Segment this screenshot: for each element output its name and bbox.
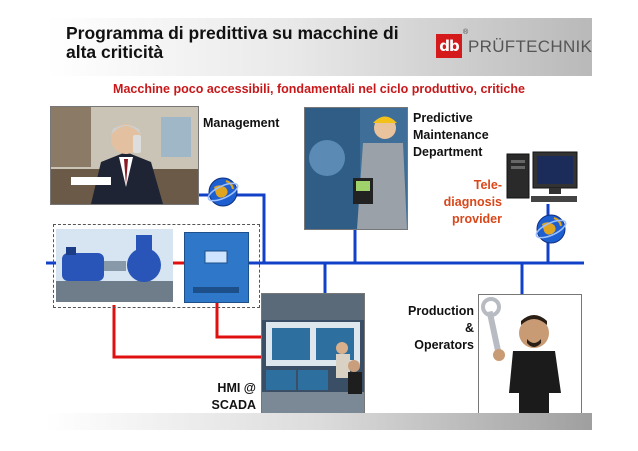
- machine-group-frame: [53, 224, 260, 308]
- motor-pump-photo: [56, 229, 173, 302]
- title-bar: [46, 18, 592, 76]
- operator-photo: [478, 294, 582, 417]
- red-link-device-hmi: [215, 301, 261, 339]
- label-hmi-scada: HMI @ SCADA: [211, 381, 256, 412]
- logo-mark: db: [436, 34, 462, 58]
- predictive-maintenance-photo: [304, 107, 408, 230]
- label-telediagnosis-provider: Tele- diagnosis provider: [443, 178, 502, 226]
- label-management: Management: [203, 116, 280, 130]
- slide-title: Programma di predittiva su macchine di a…: [66, 23, 399, 62]
- globe-icon: [534, 212, 568, 246]
- logo-registered: ®: [463, 29, 469, 36]
- computer-icon: [505, 150, 583, 204]
- slide-subtitle: Macchine poco accessibili, fondamentali …: [113, 82, 525, 96]
- red-link-pump-hmi: [112, 305, 261, 359]
- management-photo: [50, 106, 199, 205]
- bottom-bar: [46, 413, 592, 430]
- label-predictive-maintenance: Predictive Maintenance Department: [413, 111, 489, 159]
- monitoring-device: [184, 232, 249, 303]
- label-production-operators: Production & Operators: [408, 304, 474, 352]
- logo-brand: PRÜFTECHNIK: [468, 37, 593, 56]
- globe-icon: [206, 175, 240, 209]
- hmi-scada-photo: [261, 293, 365, 416]
